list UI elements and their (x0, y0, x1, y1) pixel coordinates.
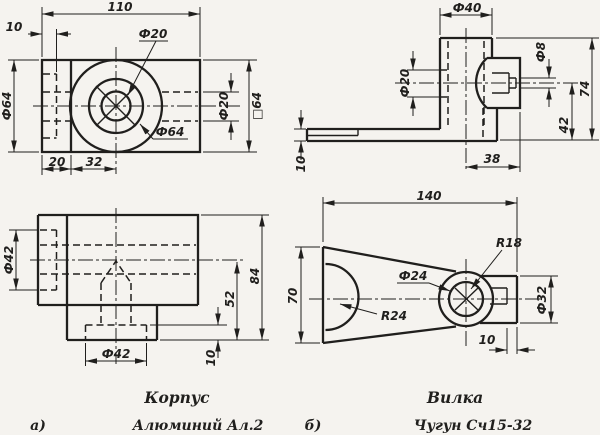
dim-phi40: Ф40 (453, 1, 482, 15)
part-b-material: Чугун Сч15-32 (414, 418, 533, 434)
dim-38: 38 (484, 152, 501, 166)
part-a-name: Корпус (143, 388, 210, 407)
dim-52: 52 (223, 291, 237, 308)
dim-phi20-bore: Ф20 (398, 69, 412, 98)
dim-phi20-side: Ф20 (217, 92, 231, 121)
dim-r18: R18 (496, 236, 522, 250)
dim-84: 84 (248, 268, 262, 285)
dim-square64: □64 (250, 92, 264, 120)
part-a-letter: а) (30, 418, 46, 434)
dim-32: 32 (86, 155, 103, 169)
dim-r24: R24 (381, 309, 407, 323)
vilka-side-view: Ф40 Ф20 Ф8 74 42 38 10 (294, 1, 599, 172)
korpus-front-view: Ф42 84 52 10 Ф42 (2, 208, 269, 366)
korpus-top-view: 110 10 Ф64 Ф20 □64 20 32 Ф20 Ф64 (0, 0, 264, 175)
dim-phi24: Ф24 (399, 269, 428, 283)
korpus-top-outline (40, 58, 202, 154)
dim-140: 140 (416, 189, 441, 203)
dim-70: 70 (286, 288, 300, 305)
part-a-material: Алюминий Ал.2 (132, 417, 264, 434)
part-b-letter: б) (305, 418, 322, 434)
vilka-plan-outline (321, 245, 457, 345)
dim-20: 20 (49, 155, 66, 169)
dim-10-plate: 10 (294, 156, 308, 173)
dim-phi64-boss: Ф64 (156, 125, 185, 139)
dim-phi64-height: Ф64 (0, 92, 14, 121)
dim-110: 110 (107, 0, 132, 14)
dim-74: 74 (578, 81, 592, 98)
vilka-plan-view: 140 70 Ф32 10 R18 Ф24 R24 (286, 189, 558, 354)
part-b-name: Вилка (426, 388, 483, 407)
dim-phi8: Ф8 (534, 42, 548, 62)
captions: а) Корпус Алюминий Ал.2 б) Вилка Чугун С… (30, 388, 532, 434)
korpus-front-outline (36, 213, 200, 342)
dim-10-offset: 10 (6, 20, 23, 34)
dim-10-tip: 10 (479, 333, 496, 347)
dim-phi42-bore: Ф42 (2, 246, 16, 275)
dim-phi20-hole: Ф20 (139, 27, 168, 41)
dim-phi32: Ф32 (535, 286, 549, 315)
dim-10-recess: 10 (204, 350, 218, 367)
stem (480, 274, 519, 325)
dim-42: 42 (557, 117, 571, 135)
dim-phi42-boss: Ф42 (102, 347, 131, 361)
fork-notch-arc (325, 262, 360, 332)
